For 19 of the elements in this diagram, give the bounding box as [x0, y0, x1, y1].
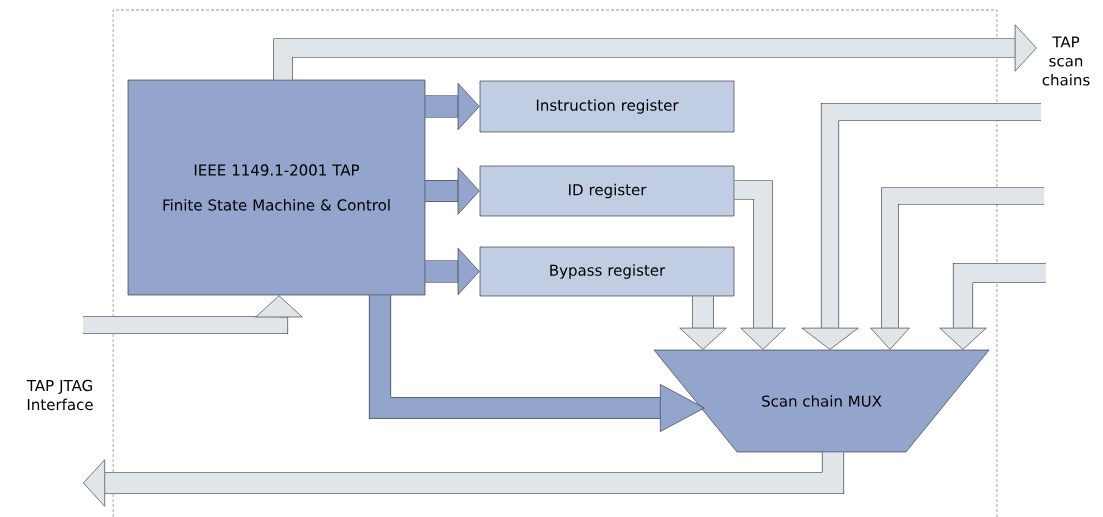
block-arrow — [83, 452, 845, 507]
register-box: ID register — [479, 165, 735, 217]
state-machine-box: IEEE 1149.1-2001 TAP Finite State Machine & Control — [127, 79, 426, 296]
register-box: Bypass register — [479, 246, 735, 297]
block-arrow — [425, 82, 480, 131]
block-arrow — [679, 296, 727, 350]
block-arrow — [425, 167, 480, 215]
block-arrow — [801, 102, 1041, 350]
block-arrow — [734, 180, 786, 350]
block-arrow — [425, 247, 480, 296]
register-box: Instruction register — [479, 80, 735, 133]
block-arrow — [870, 187, 1044, 350]
block-arrow — [273, 24, 1037, 80]
multiplexer-trapezoid: Scan chain MUX — [653, 349, 990, 453]
interface-label: TAP JTAG Interface — [26, 379, 93, 411]
block-arrow — [368, 295, 705, 432]
block-arrow — [83, 295, 303, 335]
block-arrow — [939, 262, 1046, 350]
output-label: TAP scan chains — [1042, 36, 1090, 86]
